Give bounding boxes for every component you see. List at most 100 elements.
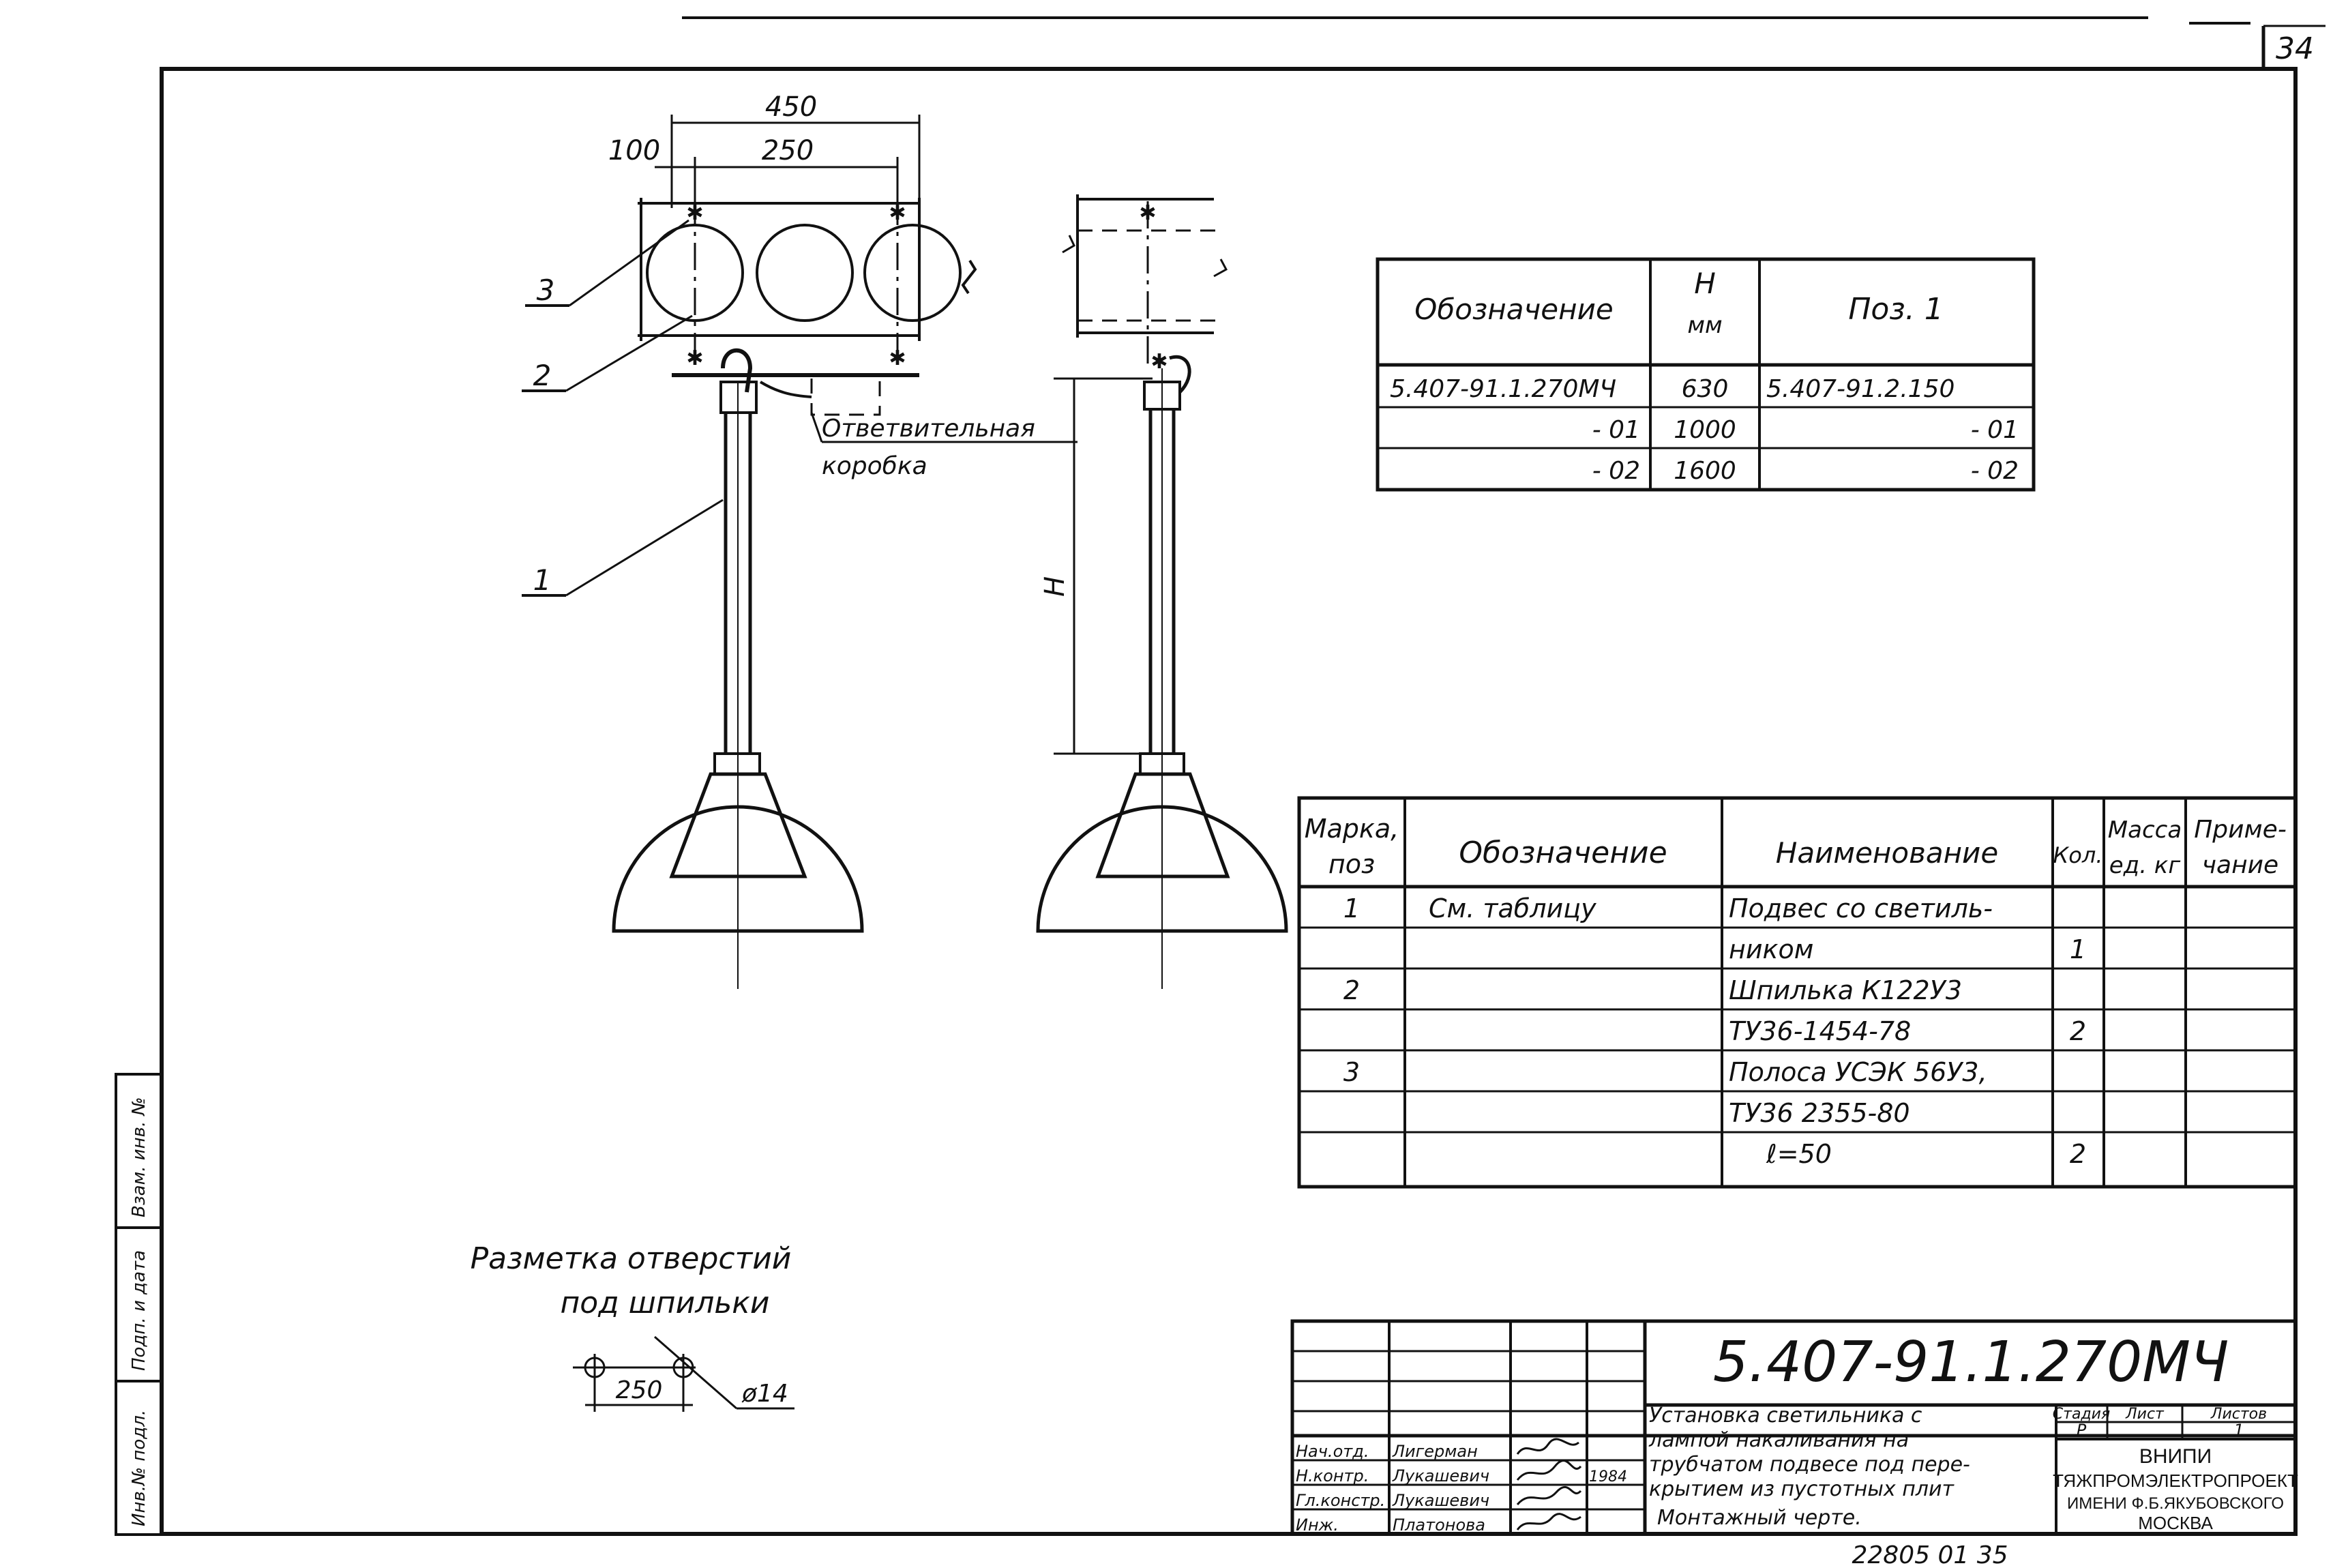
st-r4-name: Полоса УСЭК 56У3, <box>1729 1057 1987 1087</box>
tb-staff-0-role: Нач.отд. <box>1296 1442 1369 1461</box>
st-r4-mark: 3 <box>1343 1057 1360 1087</box>
side-break-left <box>1062 235 1075 254</box>
st-header-designation: Обозначение <box>1459 835 1667 870</box>
slab-break-mark <box>961 259 977 295</box>
st-header-name: Наименование <box>1776 836 1998 870</box>
side-lamp-shade <box>1036 805 1288 933</box>
tb-sheet-header: Лист <box>2125 1406 2165 1423</box>
spec-table: Марка, поз Обозначение Наименование Кол.… <box>1297 796 2298 1189</box>
tb-staff-2-name: Лукашевич <box>1392 1491 1489 1510</box>
tb-staff-3-name: Платонова <box>1393 1515 1485 1535</box>
st-header-mass-1: Масса <box>2108 816 2182 844</box>
left-strip <box>115 1073 163 1536</box>
front-view: ✱ ✱ ✱ ✱ <box>612 198 977 989</box>
suspension-hook <box>721 348 753 393</box>
tb-title-5: Монтажный черте. <box>1657 1506 1862 1530</box>
callout-3-leader <box>569 219 689 307</box>
position-callouts: 3 2 1 Ответвительная коробка <box>522 219 1078 597</box>
tb-stage-header: Стадия <box>2053 1406 2110 1423</box>
vt-r2-pos: - 02 <box>1971 457 2019 485</box>
st-r2-name: Шпилька К122У3 <box>1729 975 1962 1005</box>
vt-r0-designation: 5.407-91.1.270МЧ <box>1390 375 1616 403</box>
stud-right-top-mark: ✱ <box>889 201 906 225</box>
st-header-mass-2: ед. кг <box>2109 852 2182 879</box>
dim-100: 100 <box>608 135 660 166</box>
st-r0-mark: 1 <box>1343 893 1360 923</box>
tb-staff-1-role: Н.контр. <box>1296 1466 1369 1485</box>
vt-r2-h: 1600 <box>1674 457 1736 485</box>
vt-r0-h: 630 <box>1682 375 1729 403</box>
dim-450: 450 <box>765 91 817 123</box>
tb-org-1: ВНИПИ <box>2139 1445 2212 1468</box>
callout-2: 2 <box>533 359 552 392</box>
st-r6-qty: 2 <box>2070 1139 2086 1169</box>
junction-box-leader <box>810 412 823 443</box>
variant-table-border <box>1376 257 2036 492</box>
lamp-neck <box>669 772 807 878</box>
dim-250: 250 <box>762 135 814 166</box>
signature-1 <box>1516 1438 1579 1455</box>
variant-table: Обозначение H мм Поз. 1 5.407-91.1.270МЧ… <box>1376 257 2036 492</box>
tb-staff-1-name: Лукашевич <box>1392 1466 1489 1485</box>
tb-stage: Р <box>2077 1421 2087 1440</box>
tb-sheets-header: Листов <box>2210 1406 2267 1423</box>
vt-r0-pos: 5.407-91.2.150 <box>1766 375 1955 403</box>
lamp-shade <box>612 805 864 933</box>
front-view-dimensions: 450 250 100 <box>608 91 921 208</box>
st-header-qty: Кол. <box>2053 842 2103 868</box>
marking-title-1: Разметка отверстий <box>471 1241 792 1276</box>
callout-3: 3 <box>537 273 555 307</box>
st-r1-qty: 1 <box>2070 934 2086 964</box>
bottom-stamp: 22805 01 35 <box>1852 1541 2008 1568</box>
tb-sheets: 1 <box>2233 1421 2244 1440</box>
tb-org-4: МОСКВА <box>2138 1513 2213 1533</box>
marking-diameter: ø14 <box>741 1380 788 1408</box>
tb-doc-number: 5.407-91.1.270МЧ <box>1713 1330 2229 1395</box>
slab-void-3 <box>863 224 962 322</box>
callout-2-leader <box>565 314 693 392</box>
marking-diameter-leader <box>654 1335 737 1410</box>
st-r3-name: ТУ36-1454-78 <box>1729 1016 1911 1046</box>
tb-staff-3-role: Инж. <box>1296 1515 1339 1535</box>
tb-org-3: ИМЕНИ Ф.Б.ЯКУБОВСКОГО <box>2067 1494 2284 1513</box>
marking-title-2: под шпильки <box>561 1286 770 1320</box>
st-r2-mark: 2 <box>1343 975 1360 1005</box>
left-strip-replace-inv: Взам. инв. № <box>129 1097 149 1217</box>
st-r6-name: ℓ=50 <box>1766 1139 1832 1169</box>
side-stud-top-mark: ✱ <box>1139 201 1156 225</box>
signature-3 <box>1516 1486 1582 1506</box>
st-header-mark-1: Марка, <box>1305 814 1399 844</box>
tb-title-3: трубчатом подвесе под пере- <box>1649 1453 1970 1477</box>
dim-h: H <box>1039 576 1071 597</box>
st-r1-name: ником <box>1729 934 1813 964</box>
sheet-frame <box>160 67 2298 1536</box>
st-r0-designation: См. таблицу <box>1429 893 1596 923</box>
st-r0-name: Подвес со светиль- <box>1729 893 1993 923</box>
side-lamp-neck <box>1095 772 1230 878</box>
tb-title-4: крытием из пустотных плит <box>1649 1477 1955 1501</box>
tb-staff-0-name: Лигерман <box>1392 1442 1478 1461</box>
side-hook <box>1169 355 1191 394</box>
tb-title-1: Установка светильника с <box>1649 1404 1922 1428</box>
stud-right-bottom-mark: ✱ <box>889 346 906 370</box>
junction-box-cable <box>759 381 812 398</box>
side-view: ✱ ✱ H <box>1036 194 1288 989</box>
junction-box-label-1: Ответвительная <box>822 415 1035 443</box>
stud-left-top-mark: ✱ <box>686 201 703 225</box>
st-r3-qty: 2 <box>2070 1016 2086 1046</box>
side-break-right <box>1213 258 1228 278</box>
vt-header-h: H <box>1694 267 1716 300</box>
marking-spacing: 250 <box>616 1376 663 1404</box>
vt-header-pos: Поз. 1 <box>1848 292 1943 327</box>
tb-date: 1984 <box>1589 1468 1627 1485</box>
st-header-note-2: чание <box>2202 851 2278 879</box>
callout-1-leader <box>565 499 724 597</box>
vt-header-mm: мм <box>1687 312 1722 339</box>
junction-box <box>810 379 881 416</box>
st-header-note-1: Приме- <box>2194 816 2287 844</box>
vt-r2-designation: - 02 <box>1592 457 1640 485</box>
hole-marking: Разметка отверстий под шпильки 250 ø14 <box>471 1241 794 1412</box>
side-stud-bottom-mark: ✱ <box>1150 350 1168 374</box>
st-header-mark-2: поз <box>1328 849 1375 879</box>
